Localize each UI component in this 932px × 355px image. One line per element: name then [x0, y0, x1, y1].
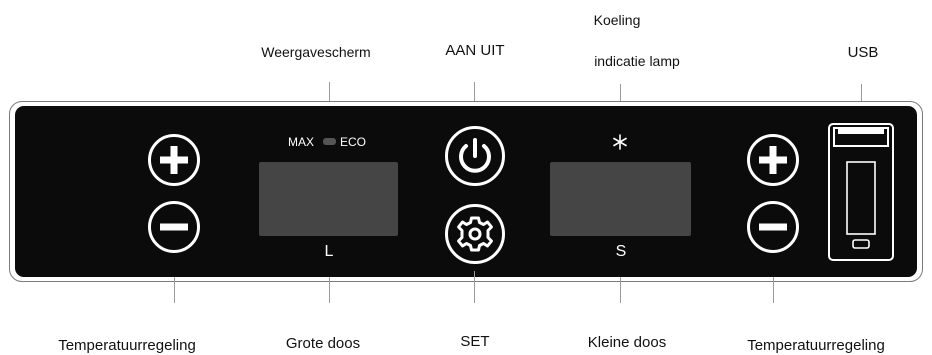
left-minus-button[interactable]: [148, 201, 200, 253]
temp-left-label: Temperatuurregeling: [58, 337, 196, 354]
small-box-leader: [620, 277, 621, 303]
left-plus-button[interactable]: [148, 134, 200, 186]
small-box-label: Kleine doos: [587, 334, 667, 351]
set-label: SET: [460, 333, 490, 350]
display-label: Weergavescherm: [261, 44, 371, 60]
large-box-letter: L: [324, 243, 334, 260]
plus-icon: [759, 146, 787, 174]
small-box-letter: S: [615, 243, 627, 260]
set-leader: [474, 271, 475, 303]
large-box-display: [259, 162, 398, 236]
mode-max-label: MAX: [288, 135, 315, 149]
plus-icon: [160, 146, 188, 174]
mode-indicator-led: [323, 138, 336, 145]
gear-icon: [457, 216, 493, 252]
mode-eco-label: ECO: [340, 135, 367, 149]
cooling-label-line1: Koeling: [593, 12, 641, 28]
set-button[interactable]: [445, 204, 505, 264]
temp-left-leader: [174, 277, 175, 303]
minus-icon: [160, 223, 188, 231]
minus-icon: [759, 223, 787, 231]
usb-port-icon[interactable]: [827, 122, 895, 262]
large-box-label: Grote doos: [285, 335, 361, 352]
large-box-leader: [329, 277, 330, 303]
temp-right-label: Temperatuurregeling: [747, 337, 885, 354]
right-plus-button[interactable]: [747, 134, 799, 186]
cooling-label-line2: indicatie lamp: [594, 53, 680, 69]
usb-label: USB: [847, 44, 879, 61]
temp-right-leader: [773, 277, 774, 303]
snowflake-icon: [613, 134, 627, 150]
small-box-display: [550, 162, 691, 236]
power-button[interactable]: [445, 126, 505, 186]
power-icon: [459, 138, 491, 173]
power-label: AAN UIT: [445, 42, 505, 59]
right-minus-button[interactable]: [747, 201, 799, 253]
